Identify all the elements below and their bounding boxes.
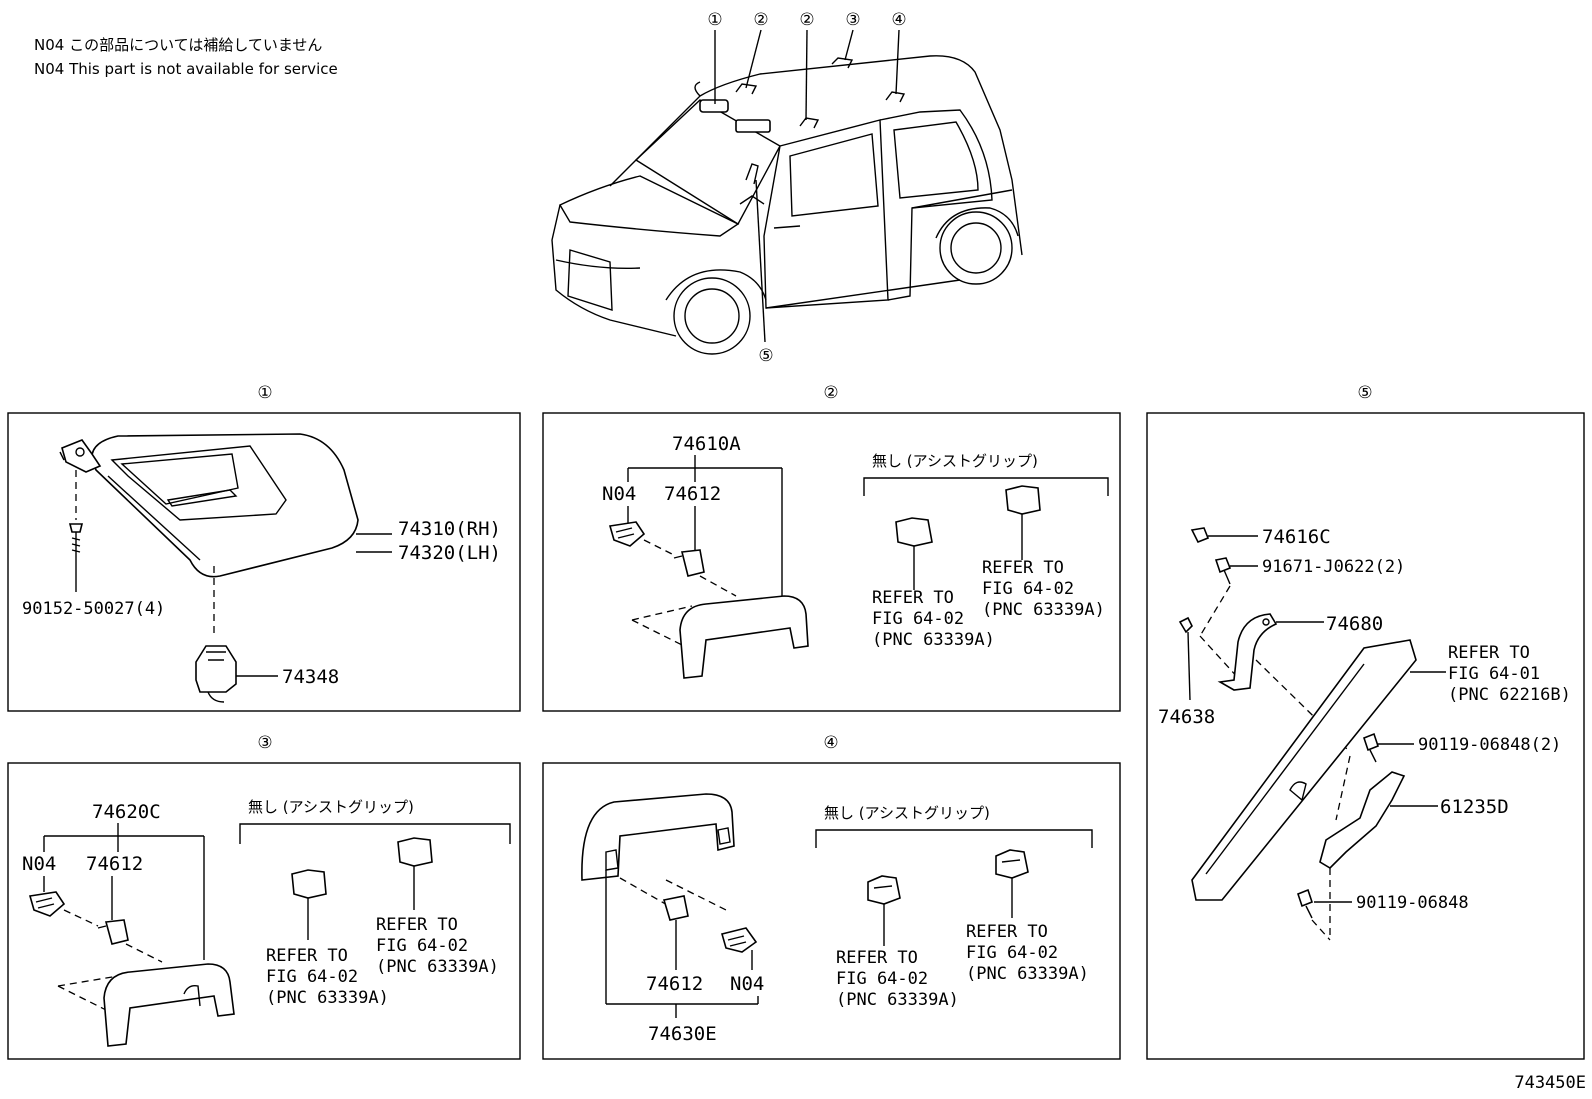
label-n04-p4: N04 bbox=[730, 973, 764, 995]
label-74612-p3: 74612 bbox=[86, 853, 143, 875]
car-illustration bbox=[551, 55, 1023, 355]
label-74630E: 74630E bbox=[648, 1023, 717, 1045]
callout-1: ① bbox=[707, 10, 722, 30]
panel4-title: ④ bbox=[823, 733, 838, 753]
label-74348: 74348 bbox=[282, 666, 339, 688]
label-74620C: 74620C bbox=[92, 801, 161, 823]
label-90119: 90119-06848 bbox=[1356, 893, 1469, 913]
ref-2-p5: FIG 64-01 bbox=[1448, 664, 1540, 684]
label-74612-p4: 74612 bbox=[646, 973, 703, 995]
ref-a-2-p3: FIG 64-02 bbox=[266, 967, 358, 987]
ref-a-1-p2: REFER TO bbox=[872, 588, 954, 608]
note-english: N04 This part is not available for servi… bbox=[34, 60, 338, 78]
ref-b-3-p4: (PNC 63339A) bbox=[966, 964, 1089, 984]
panel1-title: ① bbox=[257, 383, 272, 403]
ref-b-3-p3: (PNC 63339A) bbox=[376, 957, 499, 977]
label-74310: 74310(RH) bbox=[398, 518, 501, 540]
callout-3: ③ bbox=[845, 10, 860, 30]
label-without-grip-p3: 無し (アシストグリップ) bbox=[248, 798, 414, 816]
car-callouts: ① ② ② ③ ④ ⑤ bbox=[707, 10, 906, 366]
panel5-title: ⑤ bbox=[1357, 383, 1372, 403]
panel-pillar-grip: ⑤ 74616C 91671-J0622(2) 74680 74638 REFE… bbox=[1146, 383, 1585, 1060]
ref-3-p5: (PNC 62216B) bbox=[1448, 685, 1571, 705]
ref-a-1-p4: REFER TO bbox=[836, 948, 918, 968]
label-74638: 74638 bbox=[1158, 706, 1215, 728]
ref-a-3-p3: (PNC 63339A) bbox=[266, 988, 389, 1008]
callout-2a: ② bbox=[753, 10, 768, 30]
callout-2b: ② bbox=[799, 10, 814, 30]
panel-assist-grip-2: ② 74610A N04 74612 無し (アシストグリップ) REFER T… bbox=[542, 383, 1121, 712]
label-74680: 74680 bbox=[1326, 613, 1383, 635]
label-91671: 91671-J0622(2) bbox=[1262, 557, 1405, 577]
note-japanese: N04 この部品については補給していません bbox=[34, 36, 323, 54]
panel-assist-grip-3: ③ 74620C N04 74612 無し (アシストグリップ) REFER T… bbox=[7, 733, 521, 1060]
label-n04-p3: N04 bbox=[22, 853, 56, 875]
ref-b-2-p2: FIG 64-02 bbox=[982, 579, 1074, 599]
label-61235D: 61235D bbox=[1440, 796, 1509, 818]
ref-1-p5: REFER TO bbox=[1448, 643, 1530, 663]
label-74610A: 74610A bbox=[672, 433, 741, 455]
label-90152: 90152-50027(4) bbox=[22, 599, 165, 619]
ref-b-2-p4: FIG 64-02 bbox=[966, 943, 1058, 963]
ref-b-1-p2: REFER TO bbox=[982, 558, 1064, 578]
label-74616C: 74616C bbox=[1262, 526, 1331, 548]
ref-b-1-p3: REFER TO bbox=[376, 915, 458, 935]
ref-a-3-p4: (PNC 63339A) bbox=[836, 990, 959, 1010]
label-n04-p2: N04 bbox=[602, 483, 636, 505]
ref-a-1-p3: REFER TO bbox=[266, 946, 348, 966]
label-74320: 74320(LH) bbox=[398, 542, 501, 564]
label-74612-p2: 74612 bbox=[664, 483, 721, 505]
ref-a-2-p2: FIG 64-02 bbox=[872, 609, 964, 629]
ref-a-3-p2: (PNC 63339A) bbox=[872, 630, 995, 650]
panel-assist-grip-4: ④ 74630E 74612 N04 無し (アシストグリップ) REFER T… bbox=[542, 733, 1121, 1060]
ref-b-2-p3: FIG 64-02 bbox=[376, 936, 468, 956]
ref-b-3-p2: (PNC 63339A) bbox=[982, 600, 1105, 620]
ref-b-1-p4: REFER TO bbox=[966, 922, 1048, 942]
panel3-title: ③ bbox=[257, 733, 272, 753]
ref-a-2-p4: FIG 64-02 bbox=[836, 969, 928, 989]
label-90119-2: 90119-06848(2) bbox=[1418, 735, 1561, 755]
diagram-id: 743450E bbox=[1514, 1073, 1586, 1093]
label-without-grip-p2: 無し (アシストグリップ) bbox=[872, 452, 1038, 470]
callout-5: ⑤ bbox=[758, 346, 773, 366]
label-without-grip-p4: 無し (アシストグリップ) bbox=[824, 804, 990, 822]
callout-4: ④ bbox=[891, 10, 906, 30]
panel2-title: ② bbox=[823, 383, 838, 403]
panel-sun-visor: ① 74310(RH) 74320(LH) 90152-50027(4) 743… bbox=[7, 383, 521, 712]
